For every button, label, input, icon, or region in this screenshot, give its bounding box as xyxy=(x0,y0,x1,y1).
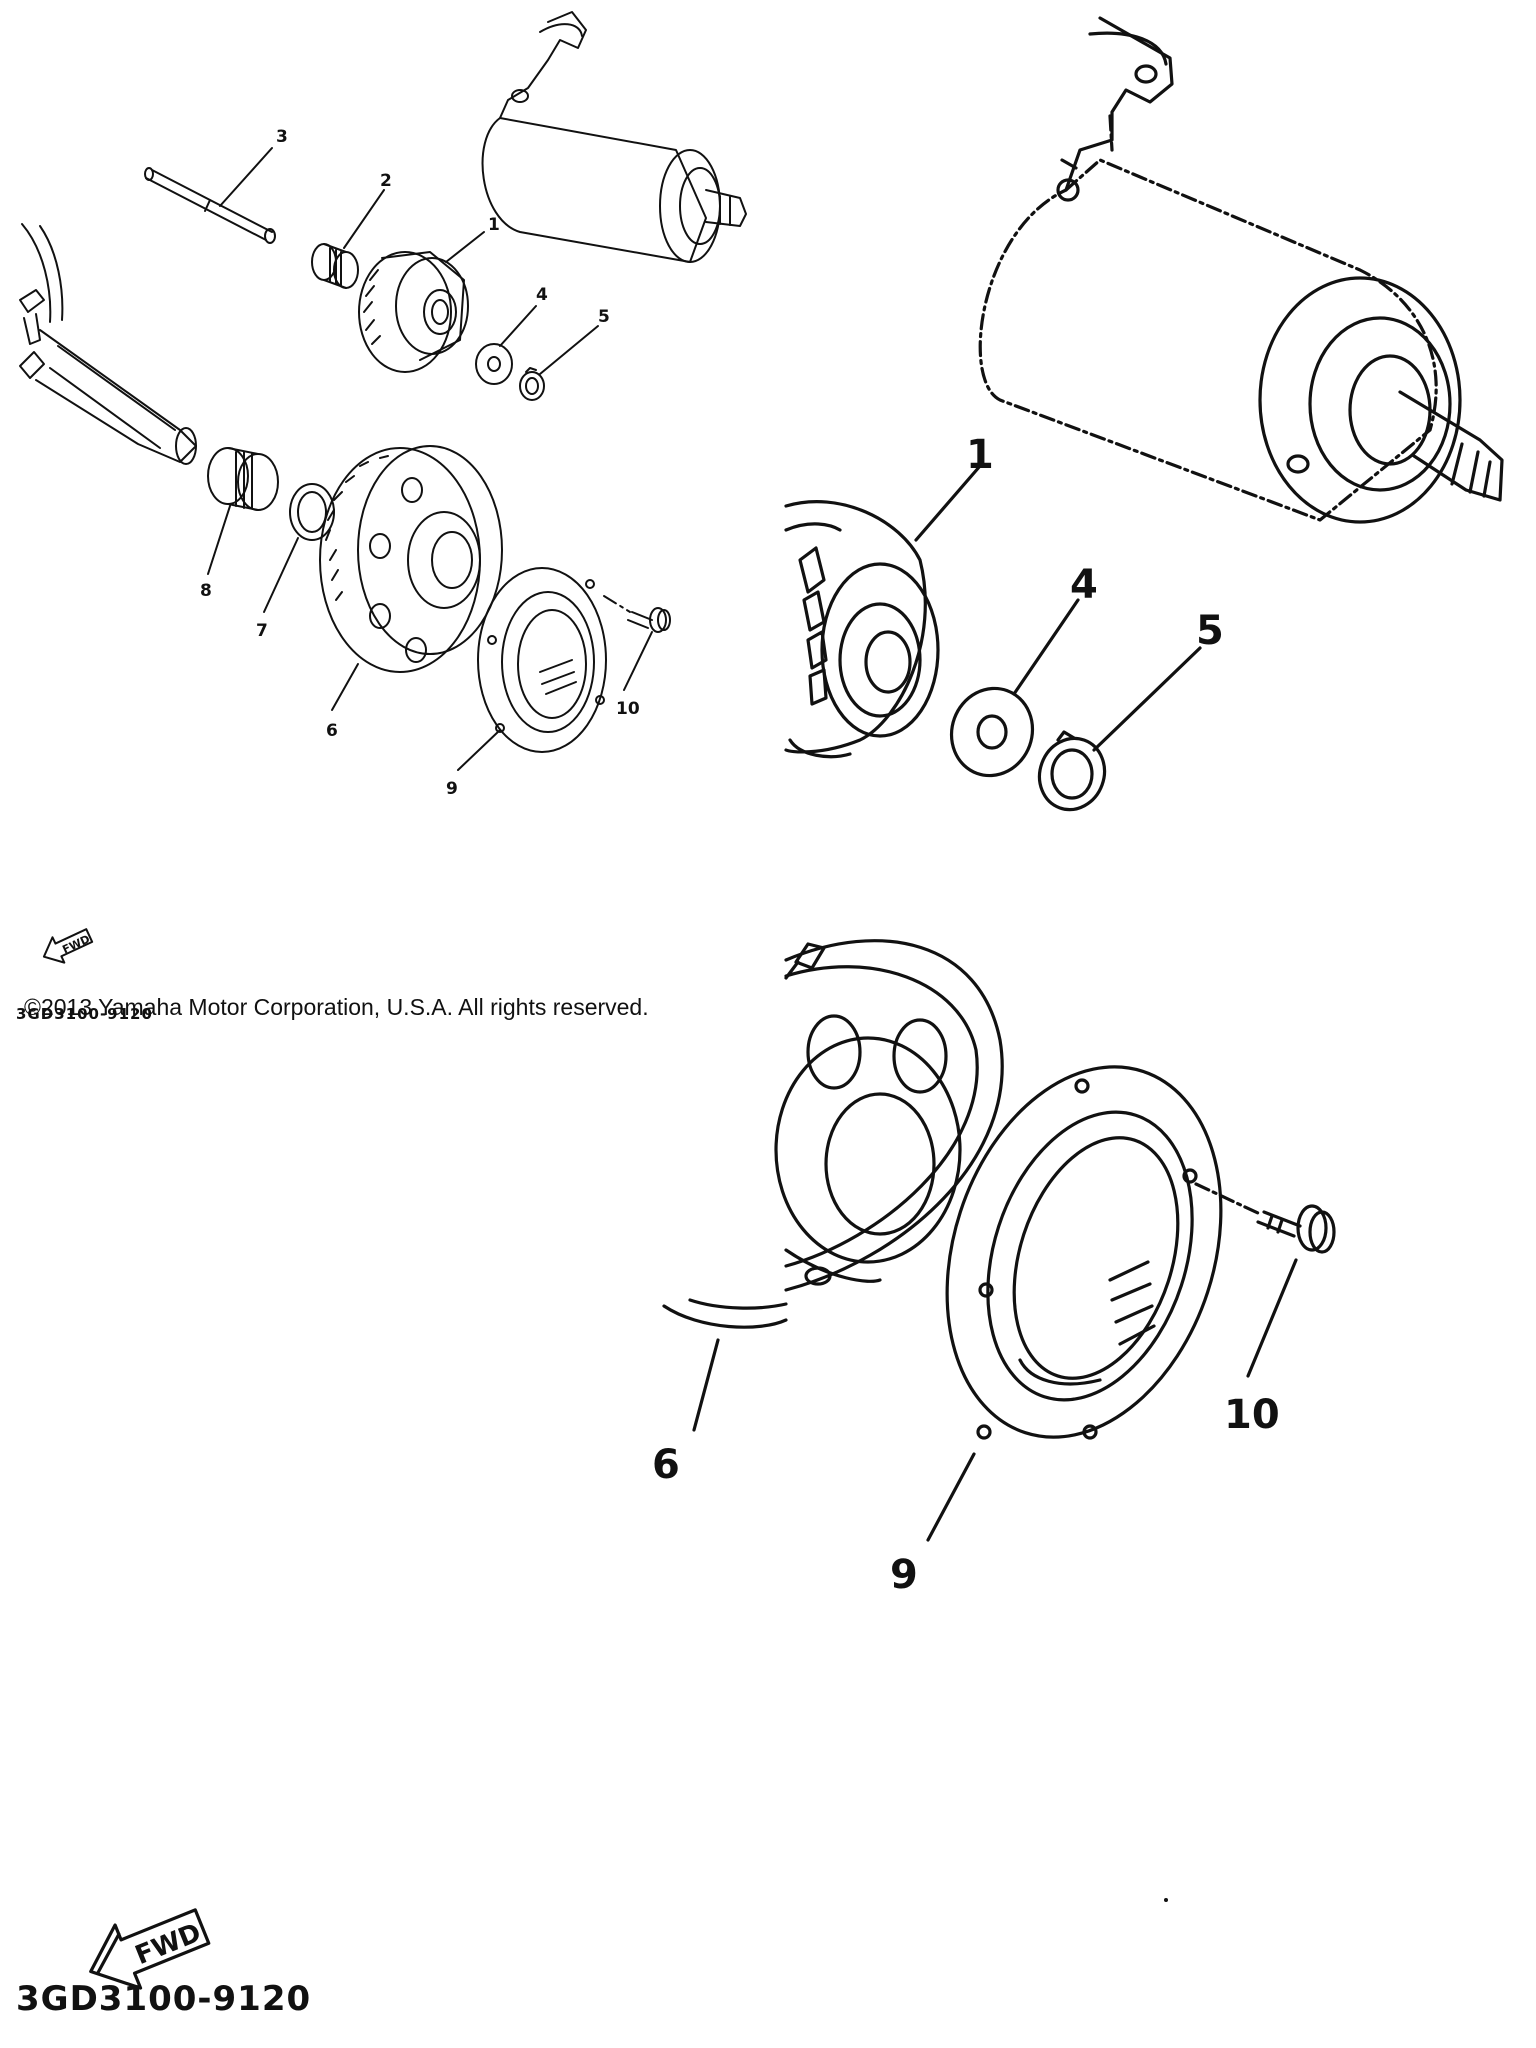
detail-lower: 6 9 10 xyxy=(652,939,1336,1902)
overview-part-2-bearing xyxy=(311,243,359,289)
detail-label-9: 9 xyxy=(890,1552,918,1598)
detail-part-6-large-gear xyxy=(662,939,1004,1329)
overview-part-3-shaft xyxy=(144,167,276,244)
overview-label-8: 8 xyxy=(200,581,212,601)
detail-part-1-gear xyxy=(784,500,940,759)
overview-label-4: 4 xyxy=(536,285,548,305)
overview-part-4-washer xyxy=(475,343,513,385)
overview-part-7-washer xyxy=(289,483,335,541)
overview-labels: 3 2 1 4 5 8 7 6 9 10 xyxy=(200,127,640,799)
fwd-small-text: FWD xyxy=(60,932,92,956)
detail-label-5: 5 xyxy=(1196,608,1224,654)
overview-part-9-clutch xyxy=(477,567,607,753)
detail-upper: 1 4 5 xyxy=(784,16,1504,812)
overview-label-5: 5 xyxy=(598,307,610,327)
overview-part-6-large-gear xyxy=(319,445,503,673)
overview-label-3: 3 xyxy=(276,127,288,147)
overview-label-1: 1 xyxy=(488,215,500,235)
overview-part-10-bolt xyxy=(603,595,671,633)
overview-part-5-circlip xyxy=(519,367,545,401)
overview-part-1-gear xyxy=(358,251,469,373)
detail-lower-leader-lines xyxy=(692,1258,1298,1542)
detail-lower-labels: 6 9 10 xyxy=(652,1392,1280,1598)
detail-upper-leader-lines xyxy=(914,464,1202,752)
overview-label-9: 9 xyxy=(446,779,458,799)
overview-label-7: 7 xyxy=(256,621,268,641)
code-large: 3GD3100-9120 xyxy=(16,1979,311,2019)
overview-starter-motor xyxy=(481,11,747,263)
detail-label-1: 1 xyxy=(966,432,994,478)
copyright-text: ©2013 Yamaha Motor Corporation, U.S.A. A… xyxy=(24,994,649,1020)
overview-label-6: 6 xyxy=(326,721,338,741)
detail-part-10-bolt xyxy=(1194,1182,1336,1254)
overview-label-10: 10 xyxy=(616,699,640,719)
overview-label-2: 2 xyxy=(380,171,392,191)
overview-diagram: 3 2 1 4 5 8 7 6 9 10 FWD 3GD3100-9120 xyxy=(16,11,747,1023)
code-small: 3GD3100-9120 xyxy=(16,1005,153,1023)
detail-label-4: 4 xyxy=(1070,562,1098,608)
detail-part-5-circlip xyxy=(1037,730,1107,812)
overview-leader-lines xyxy=(207,147,653,771)
detail-label-6: 6 xyxy=(652,1442,680,1488)
fwd-arrow-icon: FWD xyxy=(42,928,94,964)
detail-part-9-clutch xyxy=(945,1065,1223,1440)
detail-upper-labels: 1 4 5 xyxy=(966,432,1224,654)
detail-label-10: 10 xyxy=(1224,1392,1280,1438)
fwd-large-text: FWD xyxy=(131,1918,205,1971)
overview-crankshaft xyxy=(19,223,197,465)
stray-mark xyxy=(1164,1898,1168,1902)
detail-starter-motor xyxy=(978,16,1504,524)
overview-part-8-bearing xyxy=(207,447,279,511)
detail-part-4-washer xyxy=(949,686,1035,778)
